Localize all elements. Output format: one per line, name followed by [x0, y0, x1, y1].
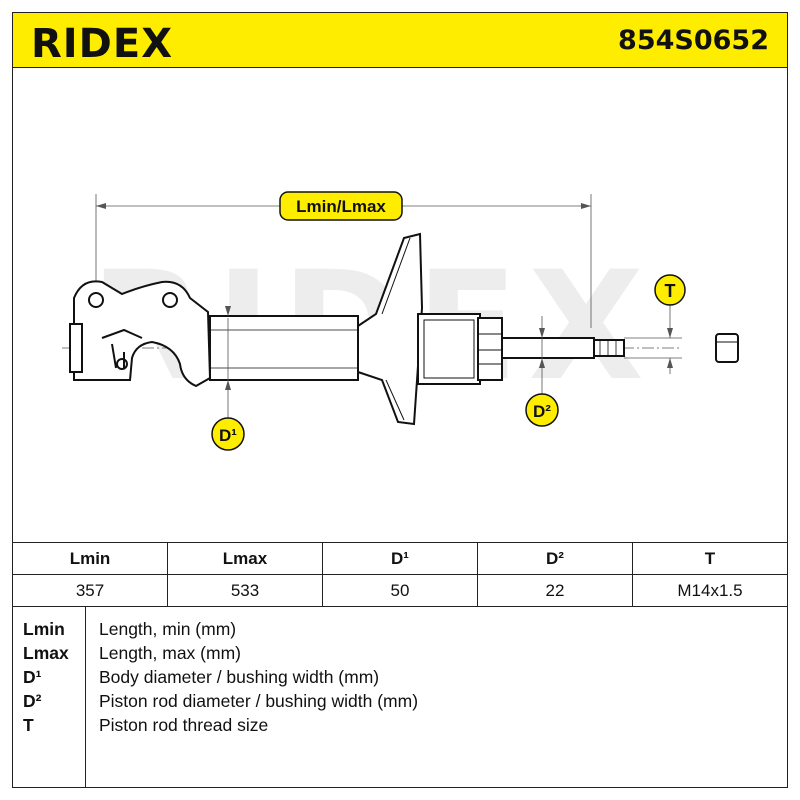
legend-text: Body diameter / bushing width (mm) [99, 667, 380, 687]
specs-header-row: Lmin Lmax D¹ D² T [12, 542, 788, 575]
specs-value-cell: 357 [12, 574, 168, 607]
rod-diameter-label-circle [525, 393, 559, 427]
legend-text: Length, min (mm) [99, 619, 237, 639]
specs-header-cell: D¹ [322, 542, 478, 575]
specs-header-cell: D² [477, 542, 633, 575]
part-number: 854S0652 [618, 25, 769, 56]
piston-rod [501, 337, 625, 359]
thread-label-circle [654, 274, 686, 306]
legend-text: Piston rod thread size [99, 715, 269, 735]
legend-row: D¹ Body diameter / bushing width (mm) [13, 667, 787, 691]
legend-row: Lmin Length, min (mm) [13, 619, 787, 643]
thread-label: T [665, 281, 676, 301]
rod-nut [715, 333, 739, 363]
body-diameter-dimension: D¹ [211, 306, 245, 451]
specs-header-cell: T [632, 542, 788, 575]
body-diameter-label-circle [211, 417, 245, 451]
brand-logo: RIDEX [31, 21, 174, 67]
rod-diameter-dimension: D² [525, 316, 559, 427]
legend-panel: Lmin Length, min (mm) Lmax Length, max (… [12, 606, 788, 788]
length-label-box [279, 191, 403, 221]
legend-key: Lmin [23, 619, 65, 639]
strut-body [209, 315, 359, 381]
strut-bracket [69, 280, 212, 388]
legend-divider [85, 607, 86, 787]
thread-dimension: T [624, 274, 686, 374]
legend-text: Length, max (mm) [99, 643, 241, 663]
length-dimension: Lmin/Lmax [95, 191, 592, 368]
specs-header-cell: Lmin [12, 542, 168, 575]
rod-diameter-label: D² [533, 402, 551, 421]
specs-header-cell: Lmax [167, 542, 323, 575]
legend-text: Piston rod diameter / bushing width (mm) [99, 691, 419, 711]
legend-row: Lmax Length, max (mm) [13, 643, 787, 667]
legend-key: D² [23, 691, 42, 711]
body-diameter-label: D¹ [219, 426, 237, 445]
header-bar: RIDEX 854S0652 [12, 12, 788, 68]
legend-row: T Piston rod thread size [13, 715, 787, 739]
specs-table: Lmin Lmax D¹ D² T 357 533 50 22 M14x1.5 [12, 542, 788, 607]
specs-value-cell: 533 [167, 574, 323, 607]
specs-value-row: 357 533 50 22 M14x1.5 [12, 574, 788, 607]
length-label: Lmin/Lmax [296, 197, 386, 216]
specs-value-cell: 50 [322, 574, 478, 607]
specs-value-cell: 22 [477, 574, 633, 607]
legend-row: D² Piston rod diameter / bushing width (… [13, 691, 787, 715]
legend-key: T [23, 715, 34, 735]
legend-key: Lmax [23, 643, 69, 663]
top-mount [417, 313, 503, 385]
specs-value-cell: M14x1.5 [632, 574, 788, 607]
shock-absorber-diagram: RIDEX Lmin/Lmax [62, 191, 739, 451]
legend-key: D¹ [23, 667, 42, 687]
